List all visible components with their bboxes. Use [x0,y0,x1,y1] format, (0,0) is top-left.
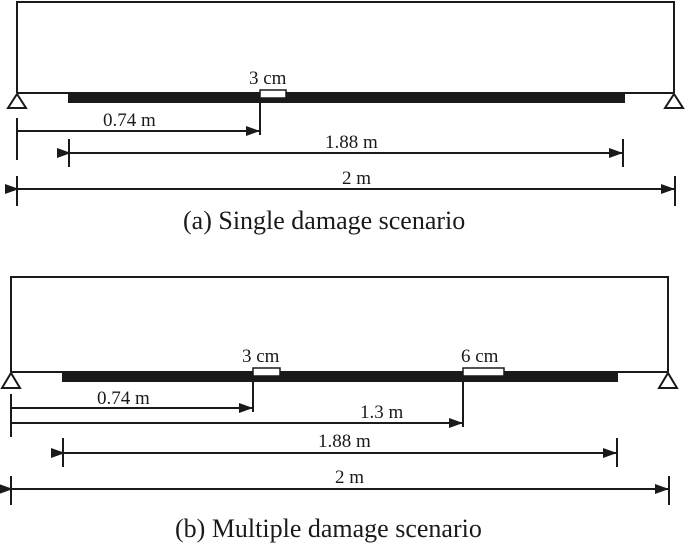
sensor-strip [68,94,625,103]
damage-label-1: 3 cm [242,346,280,367]
beam-outline [10,276,669,372]
damage-gap-1 [252,367,281,377]
dimension-label-2: 2 m [335,467,364,488]
pin-support-right-icon [657,371,679,389]
dimension-label-0-74: 0.74 m [103,110,156,131]
dimension-label-1-88: 1.88 m [325,132,378,153]
damage-label-2: 6 cm [461,346,499,367]
caption-a: (a) Single damage scenario [183,206,465,235]
sensor-strip [62,373,618,382]
damage-label-1: 3 cm [249,68,287,89]
damage-gap-1 [259,89,287,99]
pin-support-left-icon [0,371,22,389]
dimension-label-1-88: 1.88 m [318,431,371,452]
diagram-b: 3 cm 6 cm 0.74 m 1.3 m 1.88 m 2 m (b) Mu… [0,276,679,543]
dimension-label-2: 2 m [342,168,371,189]
pin-support-left-icon [6,92,28,109]
dimension-label-0-74: 0.74 m [97,388,150,409]
dimension-label-1-3: 1.3 m [360,402,404,423]
caption-b: (b) Multiple damage scenario [175,514,482,543]
diagram-a: 3 cm 0.74 m 1.88 m 2 m (a) Single damage… [5,1,685,235]
pin-support-right-icon [663,92,685,109]
beam-outline [16,1,675,93]
damage-gap-2 [462,367,505,377]
